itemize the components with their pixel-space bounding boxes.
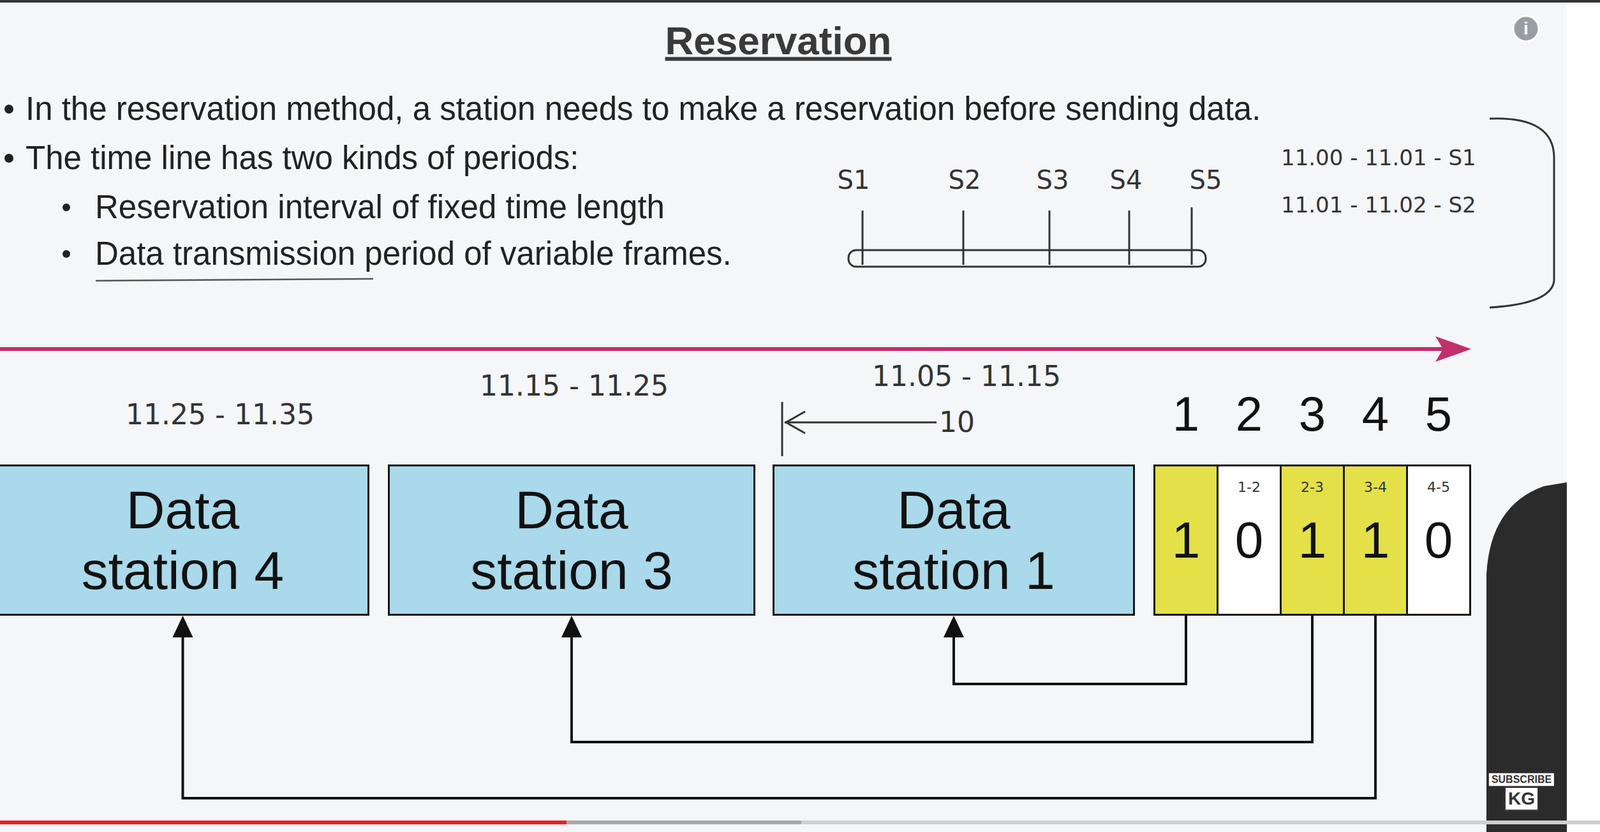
data-frame-box: Data station 4	[0, 464, 370, 616]
box-label: Data station 1	[826, 479, 1081, 600]
slot-bit: 1	[1171, 514, 1201, 566]
connector	[561, 615, 1313, 742]
connector-line	[571, 615, 1313, 742]
hand-duration-arrow	[782, 401, 937, 457]
slot-bit: 1	[1361, 514, 1391, 566]
connector-line	[953, 615, 1186, 684]
bullet-dot	[4, 104, 14, 114]
sub-bullet-text: Data transmission period of variable fra…	[95, 235, 732, 274]
handwritten-note: S2	[948, 165, 982, 195]
hand-sketch-timeline	[848, 207, 1206, 267]
bullet-dot	[62, 203, 71, 212]
slot-number: 4	[1344, 389, 1407, 439]
overlay-text: KG	[1504, 786, 1539, 811]
data-frame-box: Data station 1	[772, 464, 1135, 616]
slide-margin	[1566, 2, 1600, 832]
info-icon	[1513, 15, 1539, 42]
bullet-dot	[4, 153, 14, 163]
handwritten-note: 11.05 - 11.15	[872, 360, 1061, 393]
reservation-slot: 11	[1153, 464, 1219, 616]
handwritten-note: 11.15 - 11.25	[479, 370, 669, 403]
box-label: Data station 4	[52, 479, 314, 600]
handwritten-note: 1-2	[1237, 479, 1261, 496]
slot-number: 3	[1281, 389, 1343, 439]
bullet-text: The time line has two kinds of periods:	[25, 139, 579, 178]
slot-number: 1	[1155, 389, 1217, 439]
hand-bracket	[1489, 118, 1555, 308]
handwritten-note: 11.25 - 11.35	[125, 398, 315, 432]
video-progress-bar	[0, 820, 1600, 825]
arrow-head	[561, 615, 582, 638]
top-border	[0, 0, 1600, 3]
handwritten-note: S1	[837, 165, 871, 195]
arrow-head	[943, 615, 964, 638]
box-label: Data station 3	[443, 479, 701, 600]
overlay-text: i	[1523, 18, 1529, 39]
handwritten-note: S4	[1110, 165, 1143, 195]
hand-underline	[95, 278, 374, 281]
slot-bit: 1	[1298, 514, 1327, 566]
arrow-head	[172, 615, 194, 638]
handwritten-note: S3	[1036, 165, 1070, 195]
handwritten-note: 11.00 - 11.01 - S1	[1281, 145, 1477, 171]
connector-line	[183, 615, 1377, 799]
slot-number: 2	[1218, 389, 1280, 439]
overlay-text: SUBSCRIBE	[1488, 773, 1555, 786]
bullet-dot	[62, 250, 71, 258]
slot-number: 5	[1407, 389, 1470, 439]
handwritten-note: 2-3	[1300, 479, 1324, 496]
bullet-text: In the reservation method, a station nee…	[25, 90, 1261, 129]
timeline-arrow	[0, 336, 1472, 362]
slot-bit: 0	[1424, 514, 1454, 566]
handwritten-note: S5	[1189, 165, 1223, 195]
slide-title: Reservation	[665, 17, 892, 64]
connector	[943, 615, 1186, 684]
handwritten-note: 11.01 - 11.02 - S2	[1281, 192, 1477, 218]
sub-bullet-text: Reservation interval of fixed time lengt…	[95, 188, 665, 227]
handwritten-note: 4-5	[1427, 479, 1451, 496]
handwritten-note: 10	[939, 406, 975, 439]
handwritten-note: 3-4	[1363, 479, 1387, 496]
connector	[172, 615, 1377, 799]
data-frame-box: Data station 3	[387, 464, 756, 616]
slot-bit: 0	[1235, 514, 1264, 566]
presenter-figure	[1486, 482, 1567, 832]
